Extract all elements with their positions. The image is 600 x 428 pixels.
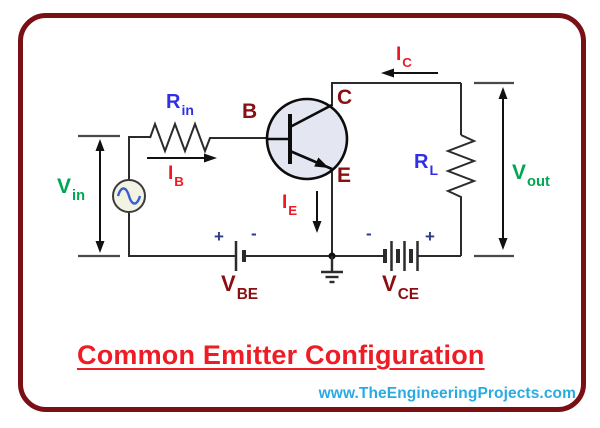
- vin-label-sub: in: [72, 188, 86, 205]
- rl-label-main: R: [414, 151, 429, 173]
- ie-label-main: I: [282, 192, 288, 213]
- emitter-arrowhead: [314, 157, 329, 168]
- ac-source: [112, 179, 146, 213]
- collector-terminal-label: C: [337, 86, 353, 109]
- ib-label-main: I: [168, 163, 174, 184]
- rl-label-sub: L: [429, 162, 439, 179]
- vbe-battery: [234, 241, 246, 271]
- vbe-plus-sign: +: [214, 227, 224, 246]
- vout-label: Vout: [512, 161, 550, 191]
- vbe-minus-sign: -: [251, 224, 257, 243]
- ie-arrowhead: [312, 221, 322, 233]
- ic-label-sub: C: [402, 54, 412, 70]
- vbe-label: VBE: [221, 271, 259, 303]
- rin-label-main: R: [166, 91, 181, 113]
- vin-arrowhead-up: [95, 139, 105, 151]
- vce-label-sub: CE: [397, 285, 420, 303]
- vin-arrowhead-down: [95, 241, 105, 253]
- ib-label: IB: [168, 163, 184, 189]
- vce-battery: [383, 241, 419, 271]
- ic-label: IC: [396, 44, 412, 70]
- vin-label-main: V: [57, 175, 72, 198]
- diagram-title: Common Emitter Configuration: [77, 340, 485, 370]
- annotation-arrows: [95, 68, 508, 253]
- vbe-label-sub: BE: [236, 285, 259, 303]
- vce-plus-sign: +: [425, 227, 435, 246]
- vbe-label-main: V: [221, 271, 236, 296]
- base-terminal-label: B: [242, 100, 258, 123]
- emitter-terminal-label: E: [337, 164, 352, 187]
- rl-label: RL: [414, 151, 439, 179]
- wire-source-to-resistor: [128, 136, 150, 180]
- ib-arrowhead: [204, 153, 217, 163]
- vout-label-sub: out: [527, 174, 550, 191]
- vce-label-main: V: [382, 271, 397, 296]
- transistor-collector-lead: [289, 103, 333, 129]
- rin-label-sub: in: [181, 102, 194, 119]
- rl-resistor: [445, 134, 477, 256]
- vce-label: VCE: [382, 271, 420, 303]
- transistor: [265, 97, 349, 181]
- ic-label-main: I: [396, 44, 402, 65]
- transistor-body: [265, 97, 349, 181]
- website-watermark: www.TheEngineeringProjects.com: [318, 385, 576, 402]
- vout-arrowhead-up: [498, 87, 508, 99]
- vin-label: Vin: [57, 175, 86, 205]
- ie-label-sub: E: [288, 202, 298, 218]
- wire-source-to-vbe: [128, 212, 236, 257]
- sine-wave-icon: [116, 187, 142, 205]
- vout-label-main: V: [512, 161, 527, 184]
- measurement-ticks: [78, 81, 514, 258]
- wires: [128, 82, 477, 257]
- ie-label: IE: [282, 192, 298, 218]
- ground-symbol: [321, 256, 343, 284]
- vout-arrowhead-down: [498, 238, 508, 250]
- rin-resistor: [149, 121, 268, 154]
- page-border: [18, 13, 586, 412]
- ic-arrowhead: [381, 68, 394, 78]
- wire-collector-top: [331, 82, 461, 106]
- vce-minus-sign: -: [366, 224, 372, 243]
- rin-label: Rin: [166, 91, 194, 119]
- ib-label-sub: B: [174, 173, 184, 189]
